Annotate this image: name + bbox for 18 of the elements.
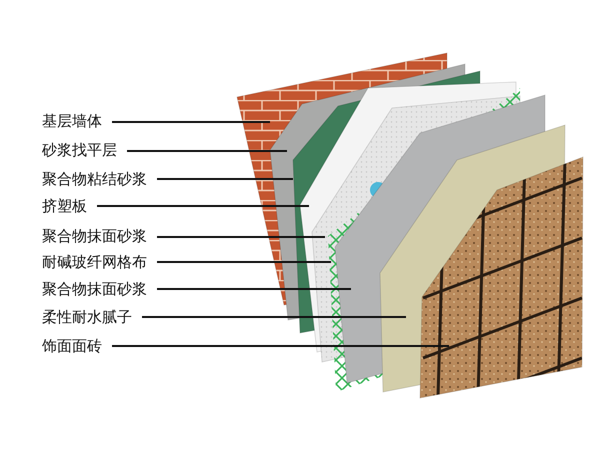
leader-line bbox=[142, 316, 406, 318]
layer-label: 柔性耐水腻子 bbox=[42, 308, 132, 326]
leader-line bbox=[157, 261, 331, 263]
leader-line bbox=[112, 121, 270, 123]
layer-label: 基层墙体 bbox=[42, 112, 102, 130]
tile-layer-drawing bbox=[420, 156, 584, 398]
layer-label: 聚合物抹面砂浆 bbox=[42, 280, 147, 298]
layer-label: 耐碱玻纤网格布 bbox=[42, 253, 147, 271]
layer-label: 砂浆找平层 bbox=[42, 141, 117, 159]
leader-line bbox=[112, 345, 449, 347]
layer-label: 饰面面砖 bbox=[42, 337, 102, 355]
leader-line bbox=[157, 236, 325, 238]
layer-label: 聚合物粘结砂浆 bbox=[42, 170, 147, 188]
leader-line bbox=[97, 205, 309, 207]
layer-label: 挤塑板 bbox=[42, 197, 87, 215]
layer-label: 聚合物抹面砂浆 bbox=[42, 227, 147, 245]
leader-line bbox=[157, 288, 351, 290]
leader-line bbox=[157, 178, 293, 180]
